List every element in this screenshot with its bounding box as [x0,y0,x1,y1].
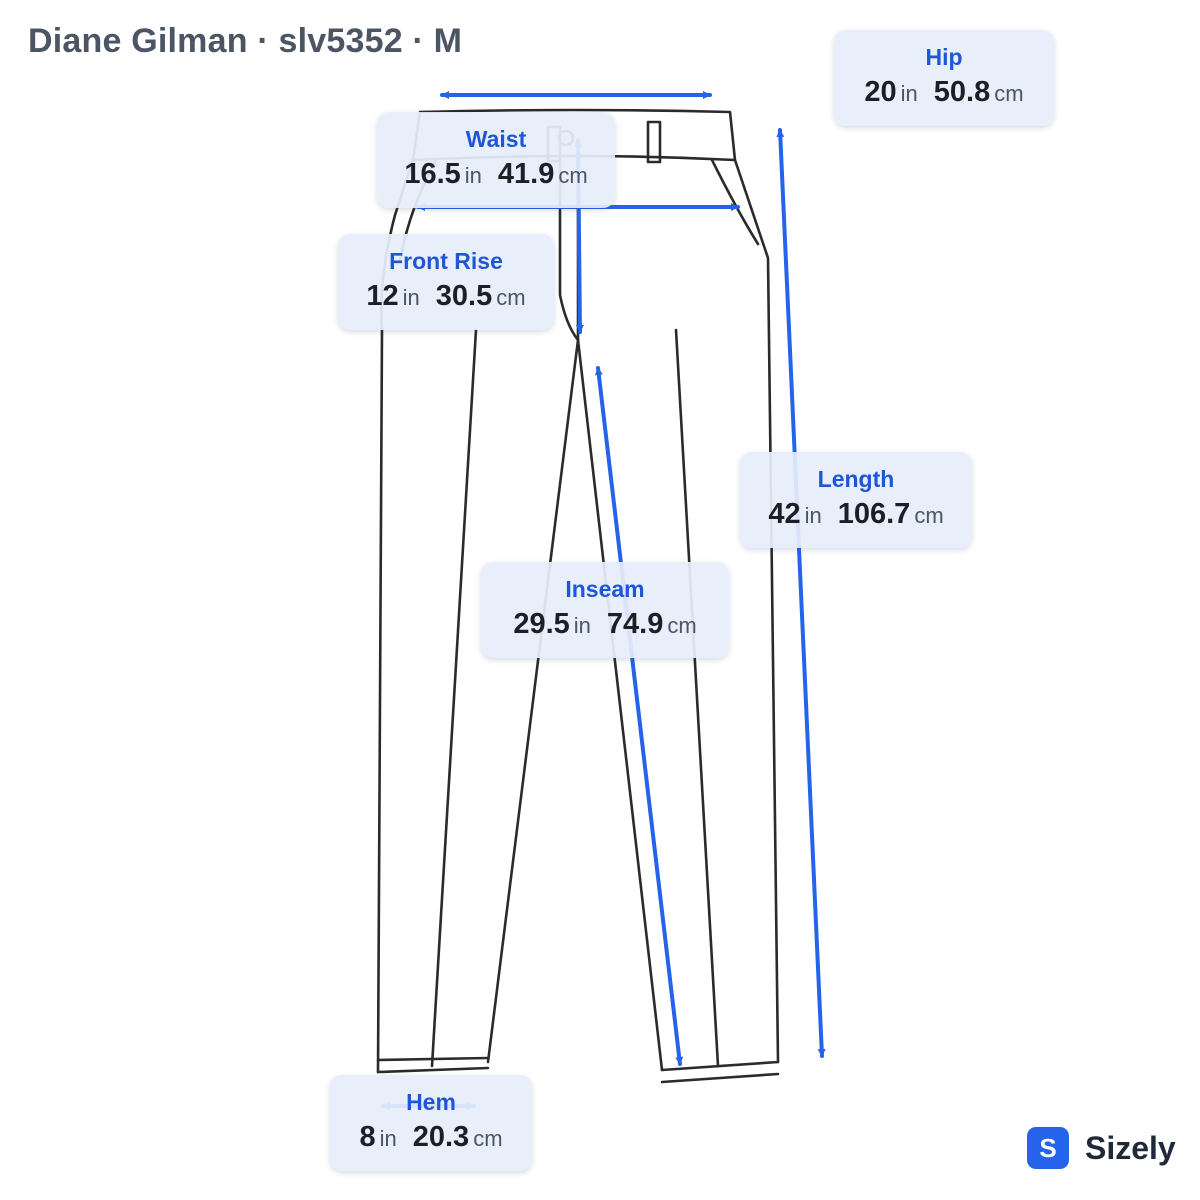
front-rise-inches: 12 [366,280,399,312]
page-title: Diane Gilman · slv5352 · M [28,22,463,60]
hip-label: Hip [925,44,963,70]
left-crease [430,328,478,1068]
waist-cm: 41.9 [497,158,555,190]
hem-inches: 8 [359,1121,376,1153]
cm-unit: cm [473,1126,503,1151]
hip-cm: 50.8 [933,76,991,108]
front-rise-cm: 30.5 [435,280,493,312]
cm-unit: cm [994,81,1024,106]
inseam-cm: 74.9 [606,608,664,640]
left-cuff [376,1056,490,1074]
inch-unit: in [402,285,420,310]
length-arrow [776,128,826,1058]
inch-unit: in [573,613,591,638]
inch-unit: in [379,1126,397,1151]
right-crease [674,328,720,1068]
hem-cm: 20.3 [412,1121,470,1153]
cm-unit: cm [667,613,697,638]
length-label: Length [817,466,895,492]
inseam-label: Inseam [565,576,645,602]
belt-loop [646,120,662,164]
right-pocket [710,158,760,246]
inseam-inches: 29.5 [513,608,570,640]
right-cuff [660,1060,780,1084]
cm-unit: cm [558,163,588,188]
cm-unit: cm [914,503,944,528]
sizely-logo-icon: S [1027,1127,1069,1169]
right-inner-seam [576,338,664,1072]
front-rise-label: Front Rise [389,248,503,274]
inch-unit: in [464,163,482,188]
waist-label: Waist [465,126,527,152]
hip-inches: 20 [864,76,897,108]
right-outer-seam [733,158,780,1064]
inch-unit: in [900,81,918,106]
inch-unit: in [804,503,822,528]
brand-badge: S Sizely [1027,1126,1176,1170]
inseam-arrow [594,366,684,1066]
waist-inches: 16.5 [404,158,461,190]
hem-label: Hem [406,1089,456,1115]
length-cm: 106.7 [837,498,911,530]
fly-stitch [558,158,580,342]
length-inches: 42 [768,498,801,530]
cm-unit: cm [496,285,526,310]
brand-name: Sizely [1085,1129,1176,1166]
left-inner-seam [486,338,580,1064]
